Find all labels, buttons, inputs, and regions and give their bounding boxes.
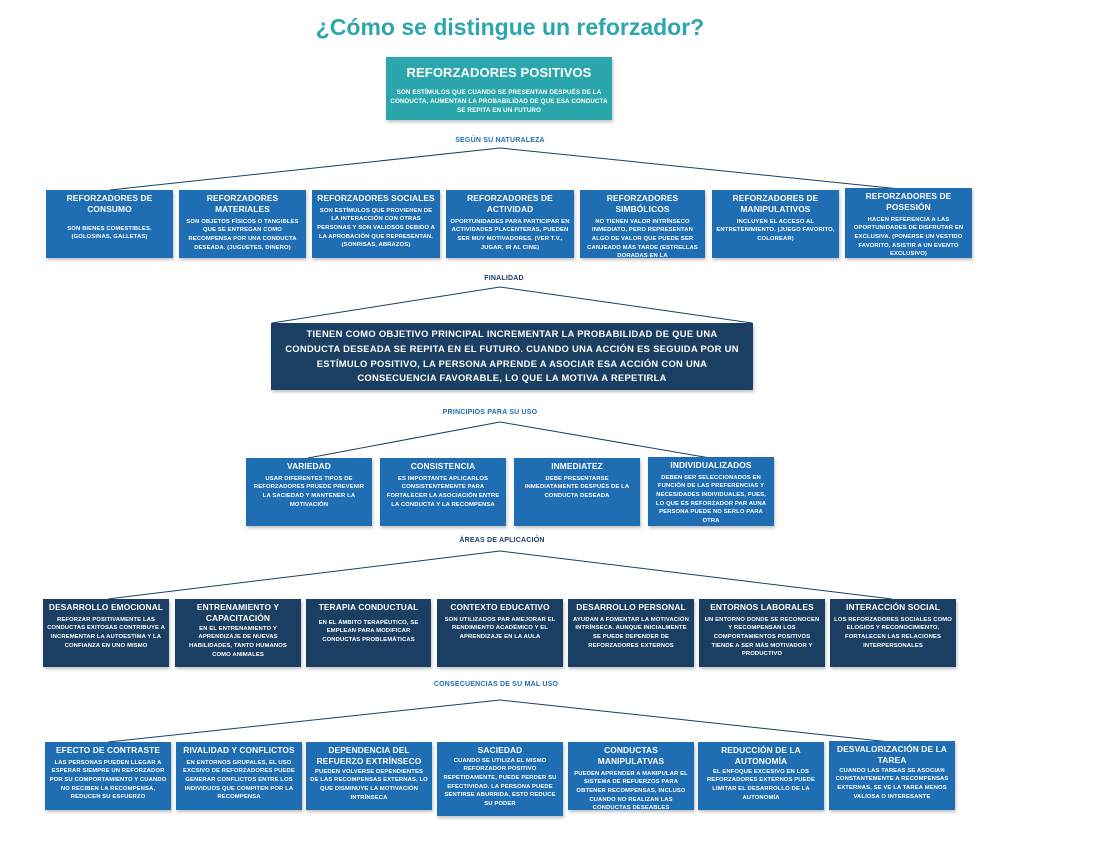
- positive-reinforcers-box: REFORZADORES POSITIVOS SON ESTÍMULOS QUE…: [386, 57, 612, 120]
- box-heading: REFORZADORES DE ACTIVIDAD: [467, 193, 553, 214]
- naturaleza-box-consumo: REFORZADORES DE CONSUMO SON BIENES COMES…: [46, 190, 173, 258]
- box-heading: DESVALORIZACIÓN DE LA TAREA: [837, 744, 947, 765]
- box-heading: VARIEDAD: [287, 461, 331, 471]
- area-box-entrenamiento: ENTRENAMIENTO Y CAPACITACIÓN EN EL ENTRE…: [175, 599, 301, 667]
- consecuencia-box-saciedad: SACIEDAD CUANDO SE UTILIZA EL MISMO REFO…: [437, 742, 563, 816]
- box-text: SON ESTÍMULOS QUE PROVIENEN DE LA INTERA…: [317, 207, 435, 249]
- box-heading: INDIVIDUALIZADOS: [670, 460, 752, 470]
- area-box-terapia-conductual: TERAPIA CONDUCTUAL EN EL ÁMBITO TERAPÉUT…: [306, 599, 431, 667]
- consecuencia-box-conductas-manipulativas: CONDUCTAS MANIPULATVAS PUEDEN APRENDER A…: [568, 742, 694, 810]
- box-text: LOS REFORZADORES SOCIALES COMO ELOGIOS Y…: [834, 616, 952, 649]
- positive-reinforcers-text: SON ESTÍMULOS QUE CUANDO SE PRESENTAN DE…: [390, 88, 608, 115]
- naturaleza-box-sociales: REFORZADORES SOCIALES SON ESTÍMULOS QUE …: [312, 190, 440, 258]
- naturaleza-box-manipulativos: REFORZADORES DE MANIPULATIVOS INCLUYEN E…: [712, 190, 839, 258]
- box-heading: EFECTO DE CONTRASTE: [55, 745, 161, 755]
- box-text: CUANDO SE UTILIZA EL MISMO REFORZADOR PO…: [443, 757, 557, 807]
- box-text: OPORTUNIDADES PARA PARTICIPAR EN ACTIVID…: [450, 218, 570, 251]
- naturaleza-box-actividad: REFORZADORES DE ACTIVIDAD OPORTUNIDADES …: [446, 190, 574, 258]
- box-heading: DEPENDENCIA DEL REFUERZO EXTRÍNSECO: [316, 745, 422, 766]
- box-heading: REFORZADORES DE MANIPULATIVOS: [732, 193, 819, 214]
- principio-box-consistencia: CONSISTENCIA ES IMPORTANTE APLICARLOS CO…: [380, 458, 506, 526]
- naturaleza-box-simbolicos: REFORZADORES SIMBÓLICOS NO TIENEN VALOR …: [580, 190, 705, 258]
- principio-box-individualizados: INDIVIDUALIZADOS DEBEN SER SELECCIONADOS…: [648, 457, 774, 526]
- area-box-entornos-laborales: ENTORNOS LABORALES UN ENTORNO DONDE SE R…: [699, 599, 825, 667]
- naturaleza-box-posesion: REFORZADORES DE POSESIÓN HACEN REFERENCI…: [845, 188, 972, 258]
- box-heading: INMEDIATEZ: [551, 461, 603, 471]
- consecuencia-box-desvalorizacion: DESVALORIZACIÓN DE LA TAREA CUANDO LAS T…: [829, 741, 955, 810]
- area-box-desarrollo-emocional: DESARROLLO EMOCIONAL REFORZAR POSITIVAME…: [43, 599, 169, 667]
- box-heading: CONDUCTAS MANIPULATVAS: [597, 745, 665, 766]
- box-text: LAS PERSONAS PUEDEN LLEGAR A ESPERAR SIE…: [49, 759, 167, 801]
- area-box-desarrollo-personal: DESARROLLO PERSONAL AYUDAN A FOMENTAR LA…: [568, 599, 694, 667]
- box-text: EN EL ÁMBITO TERAPÉUTICO, SE EMPLEAN PAR…: [318, 619, 419, 644]
- area-box-contexto-educativo: CONTEXTO EDUCATIVO SON UTILIZADOS PAR AM…: [437, 599, 563, 667]
- box-text: HACEN REFERENCIA A LAS OPORTUNIDADES DE …: [853, 216, 964, 258]
- principio-box-variedad: VARIEDAD USAR DIFERENTES TIPOS DE REFORZ…: [246, 458, 372, 526]
- box-heading: DESARROLLO PERSONAL: [576, 602, 686, 612]
- box-text: SON BIENES COMESTIBLES. (GOLOSINAS, GALL…: [67, 225, 152, 241]
- page-title: ¿Cómo se distingue un reforzador?: [315, 14, 705, 40]
- box-text: USAR DIFERENTES TIPOS DE REFORZADORES PR…: [253, 475, 365, 508]
- box-text: EN EL ENTRENAMIENTO Y APRENDIZAJE DE NUE…: [189, 625, 287, 658]
- box-text: DEBEN SER SELECCIONADOS EN FUNCIÓN DE LA…: [655, 474, 767, 524]
- consecuencia-box-reduccion-autonomia: REDUCCIÓN DE LA AUTONOMÍA EL ENFOQUE EXC…: [698, 742, 824, 810]
- section-label-consecuencias: CONSECUENCIAS DE SU MAL USO: [433, 681, 559, 688]
- naturaleza-box-materiales: REFORZADORES MATERIALES SON OBJETOS FÍSI…: [179, 190, 306, 258]
- section-label-finalidad: FINALIDAD: [484, 275, 524, 282]
- section-label-principios: PRINCIPIOS PARA SU USO: [442, 409, 538, 416]
- box-heading: REDUCCIÓN DE LA AUTONOMÍA: [721, 745, 801, 766]
- box-heading: TERAPIA CONDUCTUAL: [318, 602, 419, 612]
- finalidad-text: TIENEN COMO OBJETIVO PRINCIPAL INCREMENT…: [285, 328, 739, 384]
- box-text: EL ENFOQUE EXCESIVO EN LOS REFORZADORES …: [706, 768, 816, 801]
- principio-box-inmediatez: INMEDIATEZ DEBE PRESENTARSE INMEDIATAMEN…: [514, 458, 640, 526]
- finalidad-box: TIENEN COMO OBJETIVO PRINCIPAL INCREMENT…: [271, 323, 753, 390]
- box-text: REFORZAR POSITIVAMENTE LAS CONDUCTAS EXI…: [47, 616, 165, 649]
- box-text: SON UTILIZADOS PAR AMEJORAR EL RENDIMIEN…: [444, 616, 556, 641]
- box-text: CUANDO LAS TAREAS SE ASOCIAN CONSTANTEME…: [835, 767, 949, 800]
- box-heading: ENTORNOS LABORALES: [710, 602, 814, 612]
- box-heading: CONSISTENCIA: [410, 461, 476, 471]
- box-text: EN ENTORNOS GRUPALES, EL USO EXCSIVO DE …: [183, 759, 295, 801]
- consecuencia-box-efecto-contraste: EFECTO DE CONTRASTE LAS PERSONAS PUEDEN …: [45, 742, 171, 810]
- section-label-areas: ÁREAS DE APLICACIÓN: [459, 537, 545, 544]
- box-heading: ENTRENAMIENTO Y CAPACITACIÓN: [196, 602, 280, 623]
- box-heading: DESARROLLO EMOCIONAL: [48, 602, 164, 612]
- box-heading: REFORZADORES DE POSESIÓN: [865, 191, 952, 212]
- box-text: ES IMPORTANTE APLICARLOS CONSISTENTEMENT…: [386, 475, 500, 508]
- section-label-naturaleza: SEGÚN SU NATURALEZA: [455, 137, 545, 144]
- box-text: AYUDAN A FOMENTAR LA MOTIVACIÓN INTRÍNSE…: [573, 616, 689, 649]
- box-heading: REFORZADORES SIMBÓLICOS: [606, 193, 679, 214]
- box-text: SON OBJETOS FÍSICOS O TANGIBLES QUE SE E…: [186, 218, 299, 251]
- box-heading: RIVALIDAD Y CONFLICTOS: [183, 745, 295, 755]
- box-heading: REFORZADORES DE CONSUMO: [66, 193, 153, 214]
- positive-reinforcers-heading: REFORZADORES POSITIVOS: [406, 65, 592, 80]
- box-text: PUEDEN APRENDER A MANIPULAR EL SISTEMA D…: [574, 770, 688, 810]
- box-heading: REFORZADORES SOCIALES: [317, 193, 435, 203]
- area-box-interaccion-social: INTERACCIÓN SOCIAL LOS REFORZADORES SOCI…: [830, 599, 956, 667]
- consecuencia-box-dependencia: DEPENDENCIA DEL REFUERZO EXTRÍNSECO PUED…: [306, 742, 432, 810]
- box-heading: INTERACCIÓN SOCIAL: [846, 602, 940, 612]
- box-text: DEBE PRESENTARSE INMEDIATAMENTE DESPUÉS …: [524, 475, 630, 500]
- box-text: NO TIENEN VALOR INTRÍNSECO INMEDIATO, PE…: [587, 218, 698, 258]
- box-text: UN ENTORNO DONDE SE RECONOCEN Y RECOMPEN…: [704, 616, 820, 658]
- box-heading: SACIEDAD: [477, 745, 523, 755]
- box-text: INCLUYEN EL ACCESO AL ENTRETENIMIENTO. (…: [716, 218, 835, 242]
- box-text: PUEDEN VOLVERSE DEPENDIENTES DE LAS RECO…: [310, 768, 428, 801]
- box-heading: CONTEXTO EDUCATIVO: [450, 602, 550, 612]
- box-heading: REFORZADORES MATERIALES: [206, 193, 279, 214]
- consecuencia-box-rivalidad: RIVALIDAD Y CONFLICTOS EN ENTORNOS GRUPA…: [176, 742, 302, 810]
